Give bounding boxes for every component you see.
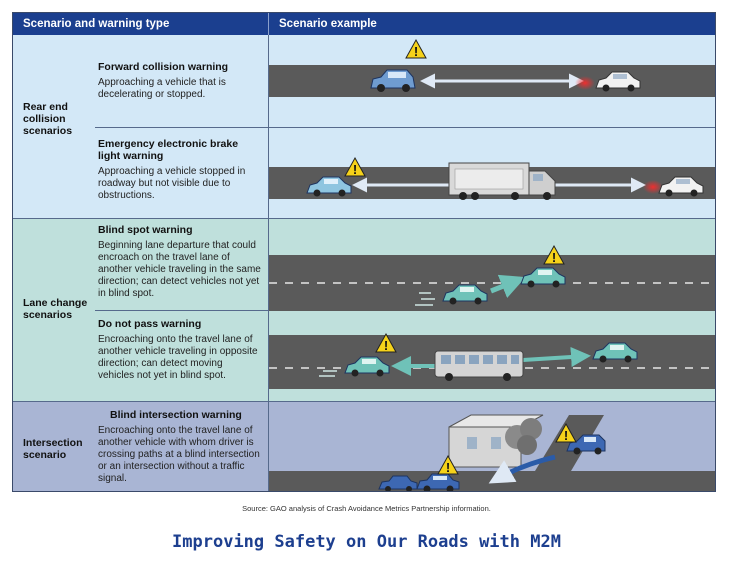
warning-title: Blind spot warning <box>98 224 193 236</box>
car-icon <box>566 434 606 455</box>
svg-text:!: ! <box>353 162 357 177</box>
car-icon <box>595 71 641 92</box>
truck-icon <box>448 162 556 200</box>
row-divider <box>95 127 715 128</box>
range-arrow <box>522 347 591 367</box>
warning-icon: ! <box>375 332 397 353</box>
warning-text: Approaching a vehicle that is decelerati… <box>98 77 226 100</box>
do-not-pass-warning: Do not pass warning Encroaching onto the… <box>98 318 258 382</box>
source-note: Source: GAO analysis of Crash Avoidance … <box>242 504 491 513</box>
car-icon <box>416 473 460 491</box>
motion-lines <box>415 292 435 306</box>
page-caption: Improving Safety on Our Roads with M2M <box>172 532 561 552</box>
turn-arrow <box>488 454 556 484</box>
header-scenario-type: Scenario and warning type <box>13 13 268 35</box>
car-icon <box>442 284 488 305</box>
car-icon <box>378 475 418 491</box>
warning-title: Blind intersection warning <box>110 409 242 421</box>
warning-text: Beginning lane departure that could encr… <box>98 240 261 299</box>
brake-light-warning: Emergency electronic brake light warning… <box>98 138 258 202</box>
forward-collision-warning: Forward collision warning Approaching a … <box>98 61 263 101</box>
warning-text: Encroaching onto the travel lane of anot… <box>98 425 260 484</box>
warning-icon: ! <box>405 38 427 59</box>
warning-icon: ! <box>437 454 459 475</box>
warning-icon: ! <box>555 422 577 443</box>
svg-text:!: ! <box>384 338 388 353</box>
blind-spot-warning: Blind spot warning Beginning lane depart… <box>98 224 263 300</box>
svg-text:!: ! <box>446 460 450 475</box>
group-divider <box>13 401 715 402</box>
column-divider <box>268 35 269 491</box>
tree-icon <box>505 418 542 455</box>
do-not-pass-scene: ! <box>269 332 715 389</box>
svg-text:!: ! <box>564 428 568 443</box>
group-divider <box>13 218 715 219</box>
brake-light-glow <box>575 76 595 90</box>
car-icon <box>658 176 704 197</box>
blind-spot-scene: ! <box>269 244 715 311</box>
header-scenario-example: Scenario example <box>268 13 715 35</box>
warning-title: Do not pass warning <box>98 318 202 330</box>
warning-title: Emergency electronic brake light warning <box>98 138 239 162</box>
warning-icon: ! <box>543 244 565 265</box>
warning-icon: ! <box>344 156 366 177</box>
car-icon <box>306 176 352 197</box>
blind-intersection-warning: Blind intersection warning Encroaching o… <box>98 409 263 485</box>
intersection-scene: ! ! <box>269 414 715 491</box>
svg-text:!: ! <box>552 250 556 265</box>
forward-collision-scene: ! <box>269 38 715 97</box>
svg-text:!: ! <box>414 44 418 59</box>
bus-icon <box>434 350 524 381</box>
figure-frame: Scenario and warning type Scenario examp… <box>12 12 716 492</box>
car-icon <box>520 267 566 288</box>
scenario-illustrations: ! <box>269 38 715 491</box>
warning-title: Forward collision warning <box>98 61 229 73</box>
warning-text: Approaching a vehicle stopped in roadway… <box>98 166 246 201</box>
brake-light-scene: ! <box>269 156 715 200</box>
motion-lines <box>319 370 337 377</box>
car-icon <box>370 69 416 92</box>
car-icon <box>344 356 390 377</box>
group-intersection: Intersection scenario <box>23 437 83 461</box>
road <box>269 471 715 491</box>
warning-text: Encroaching onto the travel lane of anot… <box>98 334 258 381</box>
car-icon <box>592 342 638 363</box>
group-lane-change: Lane change scenarios <box>23 297 88 321</box>
brake-light-glow <box>643 180 663 194</box>
range-arrow <box>490 274 526 299</box>
group-rear-end: Rear end collision scenarios <box>23 101 73 137</box>
